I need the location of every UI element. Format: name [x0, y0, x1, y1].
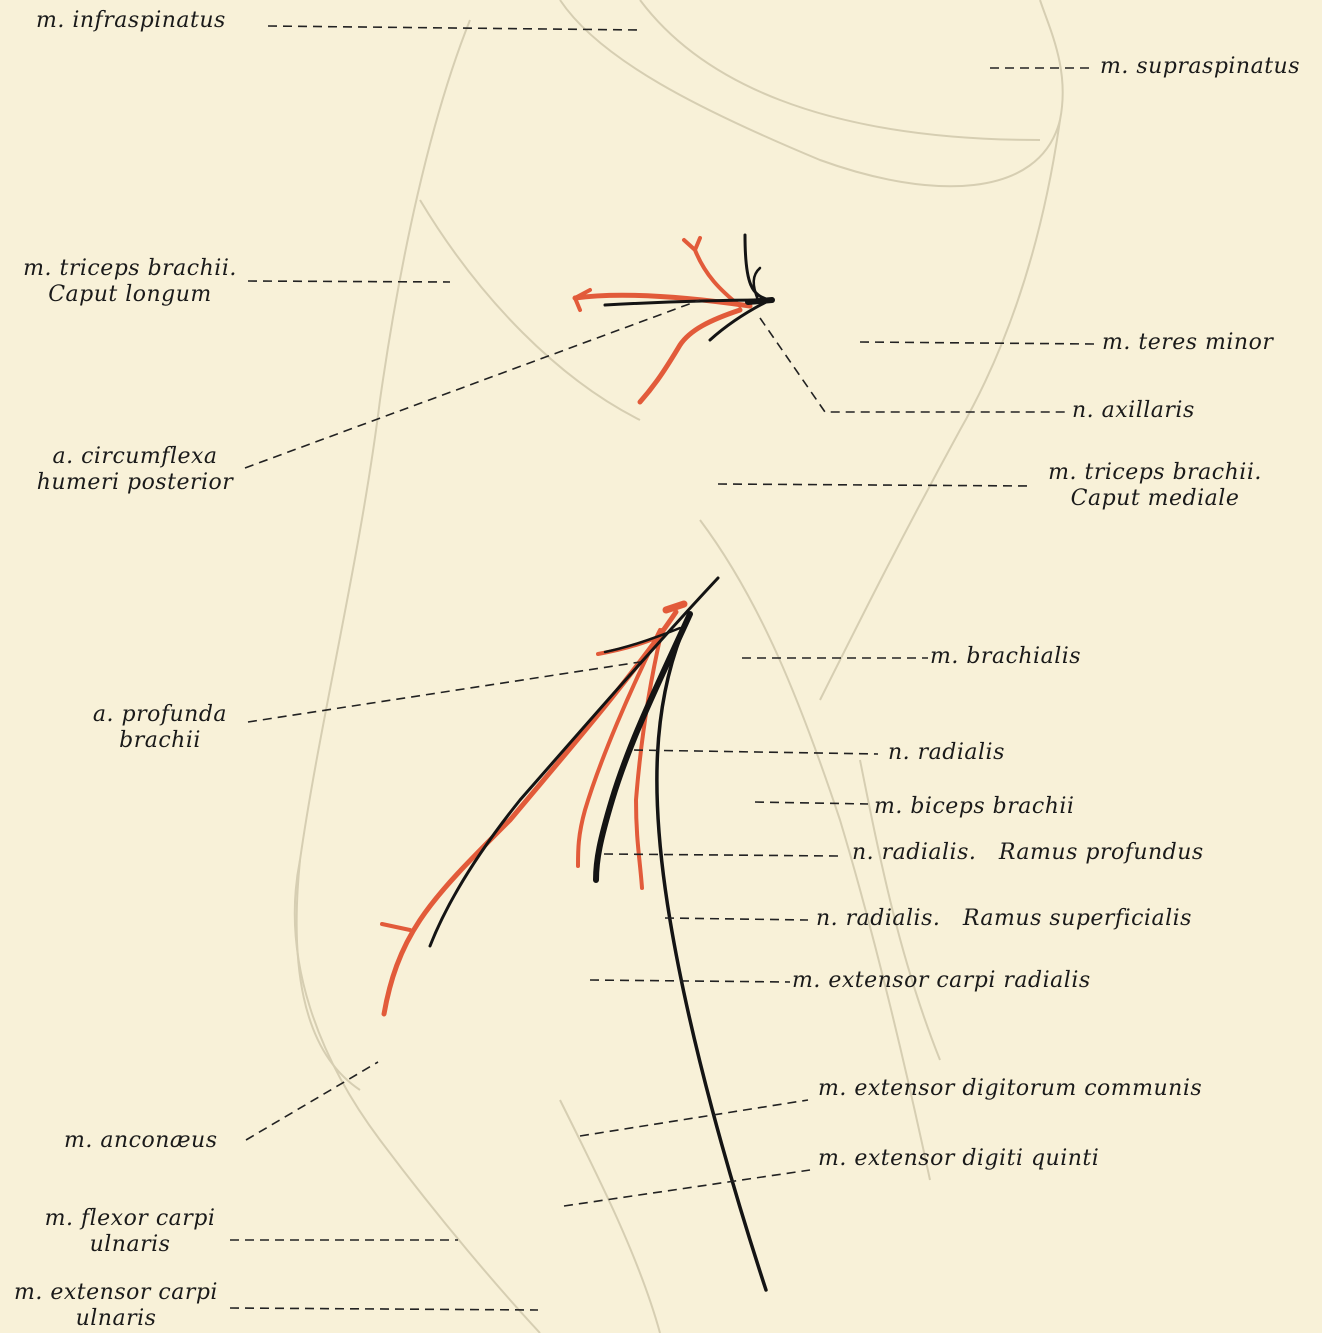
leader-biceps — [755, 802, 868, 804]
label-circumflexa: a. circumflexa humeri posterior — [20, 444, 250, 496]
label-biceps: m. biceps brachii — [874, 794, 1074, 820]
label-flexor-carpi-ulnaris-line-1: m. flexor carpi — [40, 1206, 220, 1232]
label-ext-carpi-radialis: m. extensor carpi radialis — [792, 968, 1091, 994]
leader-radialis-superficialis — [665, 918, 808, 920]
leader-profunda — [248, 662, 640, 722]
label-circumflexa-line-1: a. circumflexa — [20, 444, 250, 470]
artery-circumflexa-branch-up — [684, 238, 740, 306]
label-triceps-mediale: m. triceps brachii. Caput mediale — [1030, 460, 1280, 512]
nerve-axillaris-branch-2 — [745, 235, 770, 300]
label-profunda-line-2: brachii — [80, 728, 240, 754]
leader-ext-digiti-quinti — [564, 1170, 810, 1206]
nerve-radialis-superficialis — [657, 614, 766, 1290]
label-flexor-carpi-ulnaris: m. flexor carpi ulnaris — [40, 1206, 220, 1258]
label-radialis: n. radialis — [888, 740, 1005, 766]
leader-axillaris — [760, 318, 1065, 412]
nerve-axillaris-knot — [748, 300, 772, 302]
leader-anconaeus — [246, 1062, 378, 1140]
artery-circumflexa-branch-down — [640, 310, 740, 402]
leader-radialis — [634, 750, 878, 754]
label-flexor-carpi-ulnaris-line-2: ulnaris — [40, 1232, 220, 1258]
label-infraspinatus: m. infraspinatus — [36, 8, 226, 34]
nerve-radialis-lateral-branch — [430, 578, 718, 946]
artery-profunda-twig — [382, 924, 410, 930]
label-triceps-mediale-line-1: m. triceps brachii. — [1030, 460, 1280, 486]
leader-triceps-longum — [248, 281, 450, 282]
leader-circumflexa — [245, 300, 700, 468]
label-axillaris: n. axillaris — [1072, 398, 1195, 424]
leader-ext-carpi-ulnaris — [230, 1308, 538, 1310]
label-anconaeus: m. anconæus — [64, 1128, 218, 1154]
axillary-bundle — [575, 235, 772, 402]
leader-triceps-mediale — [718, 484, 1030, 486]
leader-ext-carpi-radialis — [590, 980, 790, 982]
leader-ext-digitorum — [580, 1100, 808, 1136]
label-ext-digiti-quinti: m. extensor digiti quinti — [818, 1146, 1099, 1172]
label-triceps-longum: m. triceps brachii. Caput longum — [10, 256, 250, 308]
leader-teres-minor — [860, 342, 1095, 344]
label-circumflexa-line-2: humeri posterior — [20, 470, 250, 496]
label-brachialis: m. brachialis — [930, 644, 1081, 670]
label-supraspinatus: m. supraspinatus — [1100, 54, 1300, 80]
label-ext-carpi-ulnaris: m. extensor carpi ulnaris — [6, 1280, 226, 1332]
label-radialis-superficialis: n. radialis. Ramus superficialis — [816, 906, 1192, 932]
label-ext-digitorum: m. extensor digitorum communis — [818, 1076, 1202, 1102]
label-profunda-line-1: a. profunda — [80, 702, 240, 728]
label-profunda: a. profunda brachii — [80, 702, 240, 754]
label-teres-minor: m. teres minor — [1102, 330, 1273, 356]
label-triceps-longum-line-2: Caput longum — [10, 282, 250, 308]
label-triceps-mediale-line-2: Caput mediale — [1030, 486, 1280, 512]
label-ext-carpi-ulnaris-line-2: ulnaris — [6, 1306, 226, 1332]
artery-profunda-knot — [666, 604, 684, 610]
label-triceps-longum-line-1: m. triceps brachii. — [10, 256, 250, 282]
artery-circumflexa-left-tip — [575, 290, 590, 310]
radial-bundle — [382, 578, 766, 1290]
nerve-radialis-stub — [605, 628, 680, 652]
label-radialis-profundus: n. radialis. Ramus profundus — [852, 840, 1204, 866]
label-ext-carpi-ulnaris-line-1: m. extensor carpi — [6, 1280, 226, 1306]
